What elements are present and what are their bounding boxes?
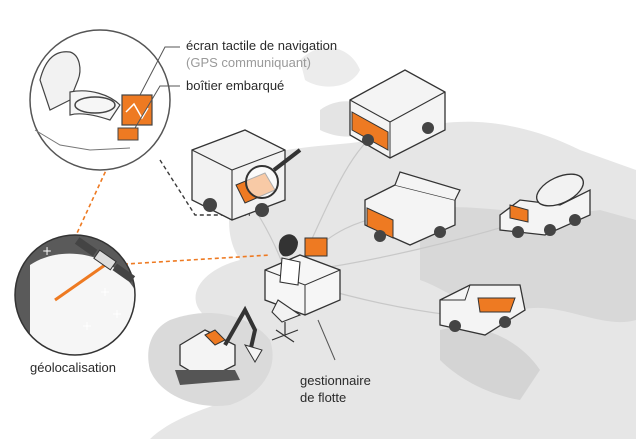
cement-mixer-icon [499, 173, 591, 238]
geolocation-label: géolocalisation [30, 360, 117, 375]
svg-text:+: + [82, 319, 92, 333]
label-leaders [134, 46, 336, 361]
excavator-icon [175, 305, 263, 385]
van-icon [439, 284, 526, 336]
fleet-manager-label-line2: de flotte [300, 390, 347, 405]
box-truck-icon [349, 69, 446, 159]
satellite-globe-icon: + + + + [14, 234, 136, 356]
touchscreen-label: écran tactile de navigation [186, 38, 338, 53]
office-desk-icon [264, 234, 341, 343]
dump-truck-icon [364, 171, 461, 246]
onboard-box-label: boîtier embarqué [186, 78, 285, 93]
driver-cab-icon [29, 29, 171, 171]
touchscreen-sublabel: (GPS communiquant) [186, 55, 311, 70]
fleet-manager-label-line1: gestionnaire [300, 373, 371, 388]
svg-text:+: + [100, 285, 110, 299]
svg-text:+: + [112, 307, 122, 321]
truck-magnified-icon [191, 129, 302, 221]
svg-text:+: + [42, 244, 52, 258]
